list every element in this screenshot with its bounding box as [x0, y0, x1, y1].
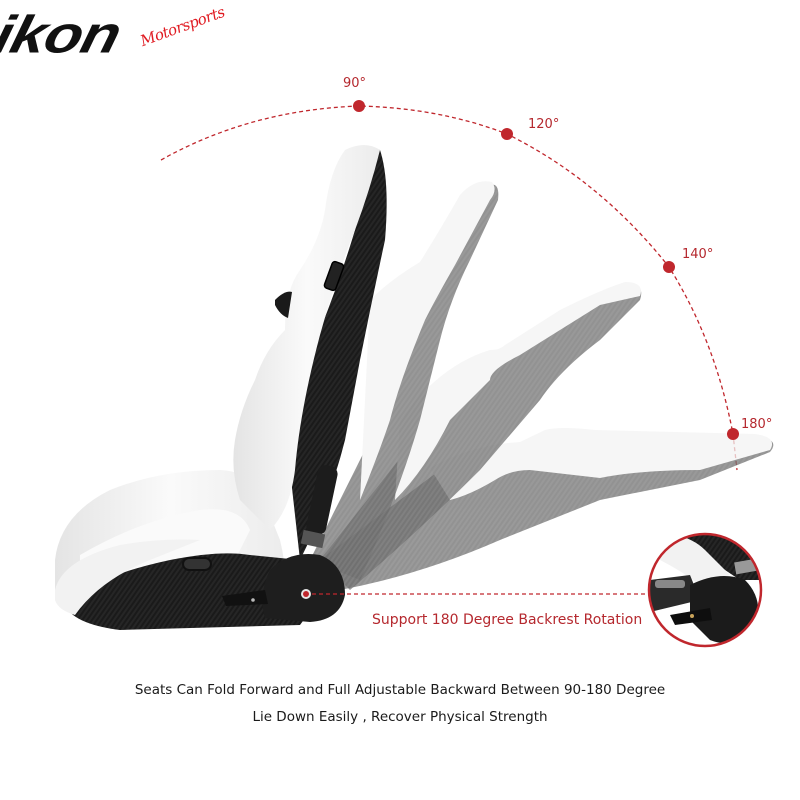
- angle-dot-120: [501, 128, 513, 140]
- angle-label-140: 140°: [682, 247, 714, 262]
- hinge-detail-inset: [647, 532, 763, 648]
- backrest-ghost-140: [320, 282, 642, 590]
- backrest-ghost-180: [320, 428, 774, 590]
- angle-dot-90: [353, 100, 365, 112]
- caption-line-1: Seats Can Fold Forward and Full Adjustab…: [134, 682, 666, 698]
- caption-line-2: Lie Down Easily , Recover Physical Stren…: [252, 709, 548, 725]
- angle-dot-180: [727, 428, 739, 440]
- callout-label: Support 180 Degree Backrest Rotation: [372, 612, 643, 628]
- angle-label-120: 120°: [528, 117, 560, 132]
- recliner-hinge: [222, 465, 345, 622]
- angle-label-90: 90°: [343, 76, 367, 91]
- seat-cushion: [55, 470, 310, 630]
- angle-label-180: 180°: [741, 417, 773, 432]
- seat-backrest-upright: [233, 145, 387, 560]
- angle-dot-140: [663, 261, 675, 273]
- backrest-ghost-120: [310, 181, 499, 581]
